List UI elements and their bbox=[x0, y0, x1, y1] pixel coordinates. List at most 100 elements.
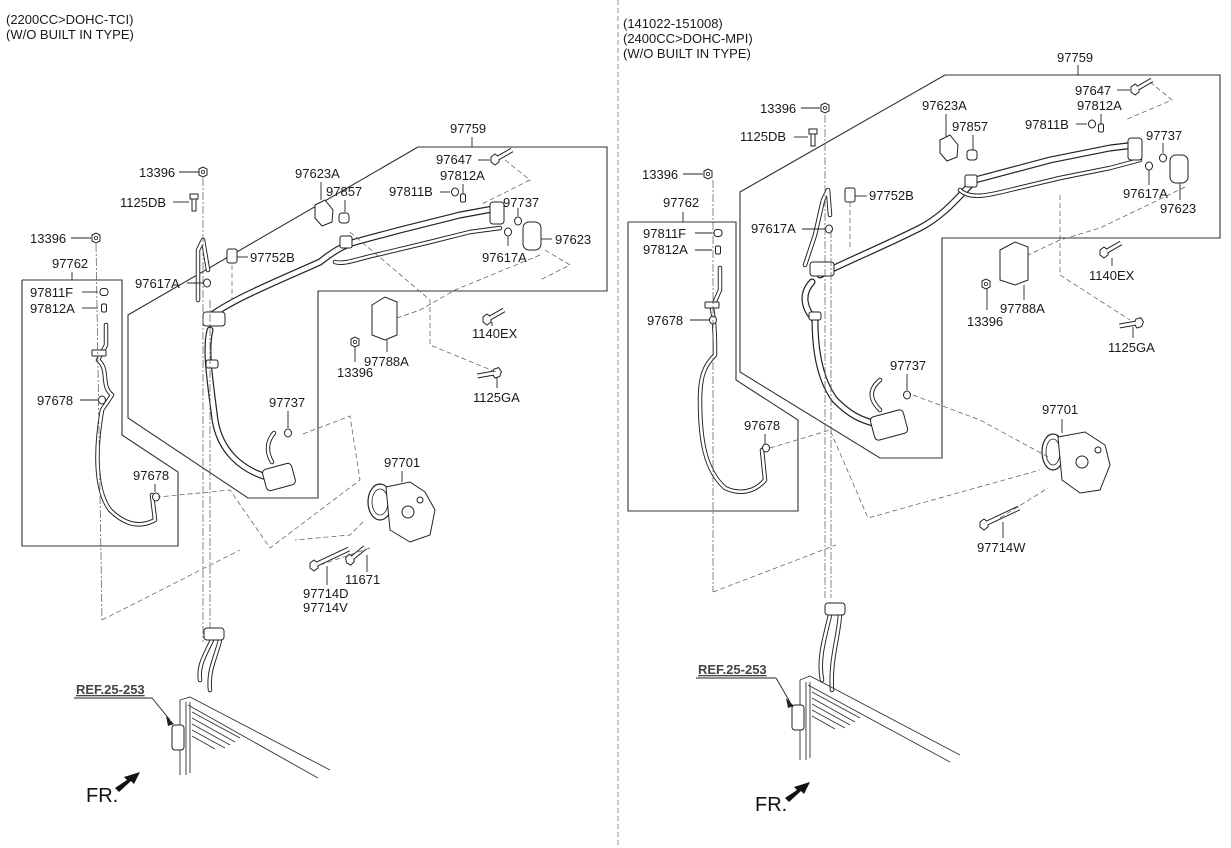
label-13396-top-r[interactable]: 13396 bbox=[760, 101, 796, 116]
label-97617A-left[interactable]: 97617A bbox=[135, 276, 180, 291]
label-97812A-top[interactable]: 97812A bbox=[440, 168, 485, 183]
right-header-line-2: (2400CC>DOHC-MPI) bbox=[623, 31, 753, 46]
bolt-1125GA bbox=[478, 362, 503, 383]
bolt-97714D bbox=[310, 549, 349, 571]
bracket-97623A-r bbox=[939, 134, 959, 162]
hose-assembly-97759 bbox=[195, 201, 505, 492]
label-97811F[interactable]: 97811F bbox=[30, 285, 73, 300]
right-variant-header: (141022-151008) (2400CC>DOHC-MPI) (W/O B… bbox=[623, 16, 753, 61]
label-13396-top[interactable]: 13396 bbox=[139, 165, 175, 180]
label-97737-mid-r[interactable]: 97737 bbox=[890, 358, 926, 373]
label-97737-mid[interactable]: 97737 bbox=[269, 395, 305, 410]
label-97737-top[interactable]: 97737 bbox=[503, 195, 539, 210]
front-direction-label: FR. bbox=[86, 785, 118, 807]
label-97752B[interactable]: 97752B bbox=[250, 250, 295, 265]
nut-13396-mid-r bbox=[981, 278, 991, 290]
label-13396-left[interactable]: 13396 bbox=[30, 231, 66, 246]
label-97811F-r[interactable]: 97811F bbox=[643, 226, 686, 241]
left-header-line-2: (W/O BUILT IN TYPE) bbox=[6, 27, 134, 42]
label-97759-r[interactable]: 97759 bbox=[1057, 50, 1093, 65]
hose-assembly-97759-r bbox=[801, 137, 1143, 441]
label-97623-r[interactable]: 97623 bbox=[1160, 201, 1196, 216]
oring-97811B bbox=[451, 187, 459, 197]
label-97857[interactable]: 97857 bbox=[326, 184, 362, 199]
label-97714W[interactable]: 97714W bbox=[977, 540, 1026, 555]
label-97623A[interactable]: 97623A bbox=[295, 166, 340, 181]
compressor-97701-r bbox=[1041, 431, 1111, 494]
nut-13396-top-r bbox=[820, 102, 830, 114]
label-97623[interactable]: 97623 bbox=[555, 232, 591, 247]
valve-97812A-left-r bbox=[715, 245, 721, 255]
ref-25-253-link-r[interactable]: REF.25-253 bbox=[698, 662, 767, 677]
label-97857-r[interactable]: 97857 bbox=[952, 119, 988, 134]
label-97811B[interactable]: 97811B bbox=[389, 184, 433, 199]
bracket-97788A-r bbox=[999, 241, 1029, 286]
label-1125GA[interactable]: 1125GA bbox=[473, 390, 520, 405]
label-97701-r[interactable]: 97701 bbox=[1042, 402, 1078, 417]
label-97678-a-r[interactable]: 97678 bbox=[647, 313, 683, 328]
oring-97617A-left-r bbox=[825, 224, 833, 234]
bolt-1125GA-r bbox=[1120, 312, 1145, 333]
box-97759 bbox=[127, 146, 608, 499]
front-arrow-icon bbox=[115, 772, 140, 792]
right-panel: 97759 97762 97623 97737 bbox=[627, 50, 1221, 816]
front-direction-label-r: FR. bbox=[755, 794, 787, 816]
label-11671[interactable]: 11671 bbox=[345, 572, 380, 587]
left-variant-header: (2200CC>DOHC-TCI) (W/O BUILT IN TYPE) bbox=[6, 12, 134, 42]
front-arrow-icon-r bbox=[785, 782, 810, 802]
right-header-line-1: (141022-151008) bbox=[623, 16, 723, 31]
label-97714V[interactable]: 97714V bbox=[303, 600, 348, 615]
label-13396-left-r[interactable]: 13396 bbox=[642, 167, 678, 182]
label-97752B-r[interactable]: 97752B bbox=[869, 188, 914, 203]
label-97762[interactable]: 97762 bbox=[52, 256, 88, 271]
label-97617A-right[interactable]: 97617A bbox=[482, 250, 527, 265]
bolt-1140EX-r bbox=[1100, 243, 1121, 258]
label-97623A-r[interactable]: 97623A bbox=[922, 98, 967, 113]
label-97812A-left[interactable]: 97812A bbox=[30, 301, 75, 316]
label-1125DB-r[interactable]: 1125DB bbox=[740, 129, 786, 144]
oring-97617A-left bbox=[203, 278, 211, 288]
oring-97678-b-r bbox=[762, 443, 770, 453]
label-1125DB[interactable]: 1125DB bbox=[120, 195, 166, 210]
label-97617A-right-r[interactable]: 97617A bbox=[1123, 186, 1168, 201]
cap-97811F-r bbox=[713, 229, 723, 237]
label-97678-b-r[interactable]: 97678 bbox=[744, 418, 780, 433]
ref-25-253-link[interactable]: REF.25-253 bbox=[76, 682, 145, 697]
label-1140EX[interactable]: 1140EX bbox=[472, 326, 518, 341]
valve-97812A-top-r bbox=[1098, 123, 1104, 133]
label-97762-r[interactable]: 97762 bbox=[663, 195, 699, 210]
nut-13396-left bbox=[91, 232, 101, 244]
oring-97737-top-r bbox=[1159, 153, 1167, 163]
left-panel: 97759 97762 97623 bbox=[21, 121, 608, 807]
label-97647-r[interactable]: 97647 bbox=[1075, 83, 1111, 98]
label-97812A-left-r[interactable]: 97812A bbox=[643, 242, 688, 257]
grommet-97857 bbox=[338, 212, 350, 224]
box-97759-r bbox=[739, 74, 1221, 459]
label-97788A-r[interactable]: 97788A bbox=[1000, 301, 1045, 316]
box-97762 bbox=[21, 279, 179, 547]
label-97701[interactable]: 97701 bbox=[384, 455, 420, 470]
label-97678-a[interactable]: 97678 bbox=[37, 393, 73, 408]
label-97647[interactable]: 97647 bbox=[436, 152, 472, 167]
bolt-97714W bbox=[980, 508, 1019, 530]
label-13396-mid-r[interactable]: 13396 bbox=[967, 314, 1003, 329]
label-97812A-top-r[interactable]: 97812A bbox=[1077, 98, 1122, 113]
label-13396-mid[interactable]: 13396 bbox=[337, 365, 373, 380]
label-97617A-left-r[interactable]: 97617A bbox=[751, 221, 796, 236]
label-97714D[interactable]: 97714D bbox=[303, 586, 349, 601]
label-97678-b[interactable]: 97678 bbox=[133, 468, 169, 483]
sensor-97752B-r bbox=[844, 187, 856, 203]
label-97759[interactable]: 97759 bbox=[450, 121, 486, 136]
label-1125GA-r[interactable]: 1125GA bbox=[1108, 340, 1155, 355]
label-97737-top-r[interactable]: 97737 bbox=[1146, 128, 1182, 143]
bolt-1140EX bbox=[483, 310, 504, 325]
nut-13396-top bbox=[198, 166, 208, 178]
sensor-97752B bbox=[226, 248, 238, 264]
valve-97812A-left bbox=[101, 303, 107, 313]
label-97811B-r[interactable]: 97811B bbox=[1025, 117, 1069, 132]
oring-97737-mid-r bbox=[903, 390, 911, 400]
label-97788A[interactable]: 97788A bbox=[364, 354, 409, 369]
label-1140EX-r[interactable]: 1140EX bbox=[1089, 268, 1135, 283]
bolt-97647-r bbox=[1131, 80, 1152, 95]
condenser-r bbox=[791, 602, 961, 763]
